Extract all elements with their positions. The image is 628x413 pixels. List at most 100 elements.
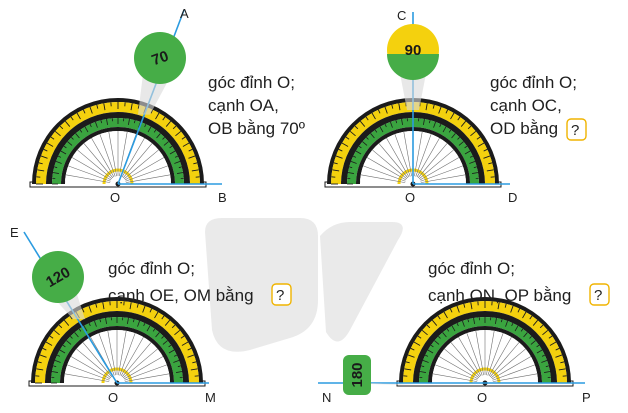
tick xyxy=(105,317,107,324)
tick xyxy=(470,130,477,137)
spoke xyxy=(415,134,432,177)
vertex-label: O xyxy=(405,190,415,205)
tick xyxy=(488,162,493,165)
tick xyxy=(500,319,503,323)
tick xyxy=(413,341,421,346)
tick xyxy=(405,361,410,364)
tick xyxy=(168,344,172,348)
spoke xyxy=(360,174,406,183)
tick xyxy=(162,340,168,345)
tick xyxy=(94,320,97,327)
spoke xyxy=(418,149,454,180)
tick xyxy=(384,106,388,114)
spoke xyxy=(420,165,463,182)
tick xyxy=(410,347,415,351)
tick xyxy=(371,112,376,120)
tick xyxy=(138,121,141,128)
tick xyxy=(450,112,455,120)
panel-4: 180 O N P góc đỉnh O; cạnh ON, OP bằng ? xyxy=(318,259,610,405)
tick xyxy=(442,126,447,133)
answer-box[interactable]: ? xyxy=(271,283,292,306)
tick xyxy=(467,125,472,130)
vertex-label: O xyxy=(108,390,118,405)
tick xyxy=(483,155,491,159)
tick xyxy=(51,371,58,373)
spoke xyxy=(83,143,114,179)
text-line-1: góc đỉnh O; xyxy=(428,259,515,278)
spoke xyxy=(486,330,495,376)
tick xyxy=(555,354,563,358)
tick xyxy=(495,317,497,324)
tick xyxy=(163,141,169,146)
tick xyxy=(464,145,468,149)
spoke xyxy=(122,143,153,179)
tick xyxy=(66,340,72,345)
spoke xyxy=(458,336,482,377)
vertex-label: O xyxy=(477,390,487,405)
tick xyxy=(133,120,136,124)
tick xyxy=(54,130,61,137)
tick xyxy=(458,141,464,146)
answer-placeholder: ? xyxy=(571,122,579,139)
tick xyxy=(174,161,181,164)
tick xyxy=(96,104,99,109)
tick xyxy=(353,155,357,158)
spoke xyxy=(77,149,113,180)
tick xyxy=(504,303,507,308)
tick xyxy=(177,172,184,174)
tick xyxy=(362,141,368,146)
spoke xyxy=(488,336,512,377)
tick xyxy=(522,311,527,319)
tick xyxy=(536,344,540,348)
magnifier: 70 xyxy=(134,32,186,115)
tick xyxy=(191,169,199,172)
answer-box[interactable]: ? xyxy=(589,283,610,306)
tick xyxy=(511,323,514,327)
tick xyxy=(355,150,362,155)
tick xyxy=(168,349,175,354)
tick xyxy=(37,361,42,364)
tick xyxy=(46,142,54,147)
vertex-label: O xyxy=(110,190,120,205)
text-line-2: cạnh OC, xyxy=(490,96,562,115)
tick xyxy=(82,109,86,114)
tick xyxy=(374,129,378,133)
spoke xyxy=(363,165,406,182)
tick xyxy=(370,133,375,139)
tick xyxy=(425,103,428,111)
spoke xyxy=(82,342,113,378)
spoke xyxy=(123,356,164,380)
tick xyxy=(69,315,73,320)
tick xyxy=(156,133,161,139)
tick xyxy=(130,103,133,111)
spoke xyxy=(378,143,409,179)
tick xyxy=(103,103,106,111)
ray-end-label: E xyxy=(10,225,19,240)
tick xyxy=(193,162,198,165)
tick xyxy=(169,145,173,149)
tick xyxy=(541,360,548,363)
tick xyxy=(142,305,146,313)
ray-end-label: N xyxy=(322,390,331,405)
tick xyxy=(40,155,48,159)
tick xyxy=(548,335,553,339)
spoke xyxy=(64,373,110,382)
tick xyxy=(523,332,528,338)
magnifier: 90 xyxy=(387,24,439,110)
spoke xyxy=(99,134,116,177)
tick xyxy=(366,137,369,140)
magnifier: 180 xyxy=(341,355,415,395)
magnifier-reading: 70 xyxy=(149,48,170,70)
answer-box[interactable]: ? xyxy=(566,118,587,141)
lens-green xyxy=(343,355,371,395)
tick xyxy=(428,120,431,124)
spoke xyxy=(366,157,407,181)
tick xyxy=(470,302,473,310)
tick xyxy=(463,303,466,308)
tick xyxy=(445,109,449,114)
tick xyxy=(432,104,435,109)
lens-green xyxy=(134,32,186,84)
lens-green xyxy=(387,54,439,80)
tick xyxy=(437,315,441,320)
